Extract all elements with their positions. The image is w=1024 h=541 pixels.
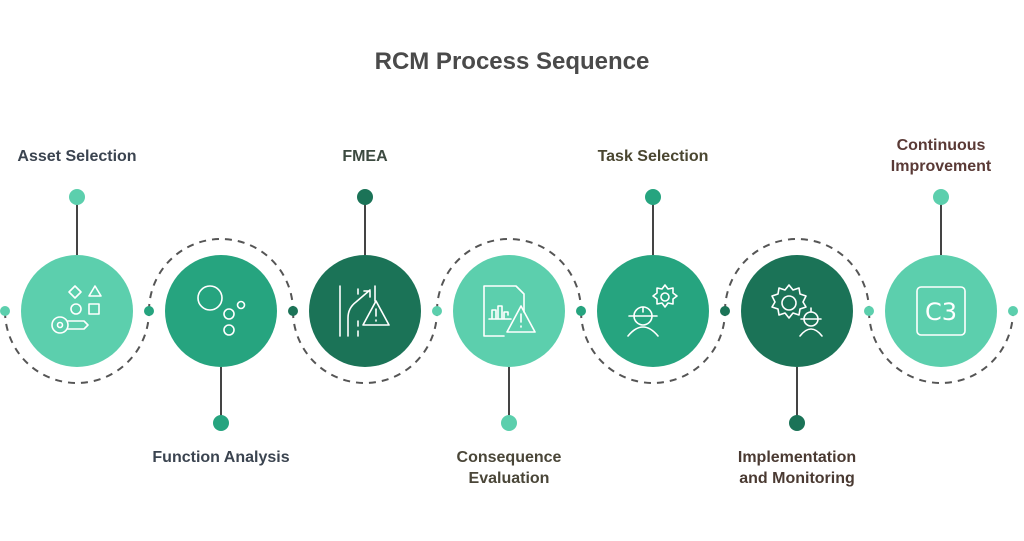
junction-dot	[576, 306, 586, 316]
connector-node	[789, 415, 805, 431]
step-circle	[597, 255, 709, 367]
step-label: Asset Selection	[17, 148, 137, 165]
c3-box-icon: C3	[916, 286, 966, 336]
connector-node	[213, 415, 229, 431]
step-label: Implementation and Monitoring	[737, 449, 857, 487]
connector-node	[933, 189, 949, 205]
report-warning-icon	[483, 285, 536, 337]
dashed-arc	[868, 310, 1014, 384]
step-circle	[309, 255, 421, 367]
junction-dot	[1008, 306, 1018, 316]
junction-dot	[864, 306, 874, 316]
junction-dot	[432, 306, 442, 316]
worker-gear-icon	[627, 284, 678, 337]
step-circle	[741, 255, 853, 367]
dashed-arc	[4, 310, 150, 384]
dashed-arc	[436, 238, 582, 312]
step-circle	[885, 255, 997, 367]
step-circle	[165, 255, 277, 367]
junction-dot	[144, 306, 154, 316]
step-7: C3	[885, 255, 997, 367]
step-2	[165, 255, 277, 367]
step-3	[309, 255, 421, 367]
diagram-title: RCM Process Sequence	[374, 48, 650, 75]
gear-worker-icon	[771, 284, 823, 337]
step-circle	[21, 255, 133, 367]
step-6	[741, 255, 853, 367]
c3-text: C3	[925, 298, 957, 326]
step-4	[453, 255, 565, 367]
connector-node	[501, 415, 517, 431]
dashed-arc	[724, 238, 870, 312]
dashed-arc	[580, 310, 726, 384]
step-5	[597, 255, 709, 367]
step-label: Consequence Evaluation	[456, 449, 562, 487]
step-label: Task Selection	[597, 148, 709, 165]
bubbles-icon	[197, 285, 246, 336]
junction-dot	[288, 306, 298, 316]
step-label: Continuous Improvement	[890, 137, 992, 175]
dashed-arc	[148, 238, 294, 312]
road-warning-icon	[339, 285, 390, 337]
connector-node	[645, 189, 661, 205]
step-label: FMEA	[342, 148, 388, 165]
junction-dot	[0, 306, 10, 316]
dashed-arc	[292, 310, 438, 384]
junction-dot	[720, 306, 730, 316]
step-1	[21, 255, 133, 367]
connector-node	[357, 189, 373, 205]
shapes-key-icon	[51, 285, 102, 334]
step-circle	[453, 255, 565, 367]
step-label: Function Analysis	[152, 449, 290, 466]
connector-node	[69, 189, 85, 205]
